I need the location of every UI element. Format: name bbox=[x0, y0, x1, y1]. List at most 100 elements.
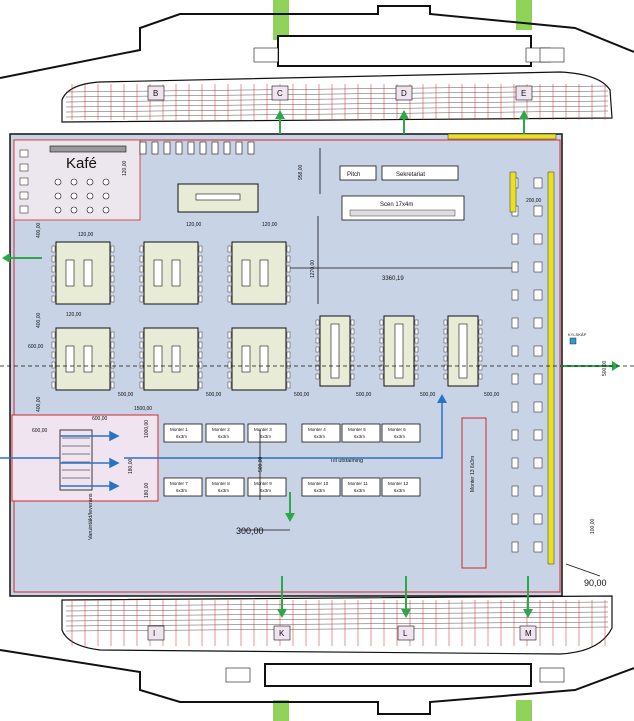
dim-500-mid: 500,00 bbox=[258, 456, 264, 472]
section-bottom-L: L bbox=[397, 625, 415, 641]
green-arrow-down bbox=[285, 492, 295, 522]
dim-600-c: 600,00 bbox=[32, 428, 48, 434]
monter-bottom-name-2: Monter 8 bbox=[212, 481, 230, 486]
yellow-barriers bbox=[447, 133, 557, 565]
restroom-icon-3 bbox=[539, 47, 565, 63]
tall-stand-2 bbox=[379, 315, 419, 387]
cafe-label: Kafé bbox=[66, 155, 97, 172]
blue-arrow-up bbox=[124, 394, 447, 459]
monter-top-size-6: 6x3m bbox=[394, 434, 405, 439]
entrance-vertical-label: Varuintäkt/leverans bbox=[88, 493, 94, 540]
monter-bottom-name-1: Monter 7 bbox=[170, 481, 188, 486]
stand-group-3 bbox=[227, 241, 291, 305]
monter-bottom-1: Monter 7 6x3m bbox=[163, 477, 203, 497]
dim-1500: 1500,00 bbox=[134, 406, 152, 412]
dim-1270: 1270,00 bbox=[310, 260, 316, 278]
sekretariat-label: Sekretariat bbox=[396, 172, 425, 178]
dim-120-c: 120,00 bbox=[78, 232, 94, 238]
table-block-top bbox=[177, 183, 259, 213]
stand-group-1 bbox=[51, 241, 115, 305]
dim-500-5: 500,00 bbox=[484, 392, 500, 398]
monter-top-size-2: 6x3m bbox=[218, 434, 229, 439]
till-utstallning-label: Till utställning bbox=[330, 458, 363, 464]
stand-group-2 bbox=[139, 241, 203, 305]
seating-top bbox=[61, 71, 613, 123]
monter-top-5: Monter 5 6x3m bbox=[341, 423, 381, 443]
pitch-label: Pitch bbox=[347, 172, 360, 178]
section-bottom-label-M: M bbox=[525, 629, 532, 638]
cafe-area: Kafé bbox=[13, 139, 255, 221]
dimension-lines bbox=[0, 148, 634, 577]
green-arrow-down-3 bbox=[523, 576, 533, 618]
section-labels: B C D E I K L M bbox=[147, 47, 565, 683]
monter-top-2: Monter 2 6x3m bbox=[205, 423, 245, 443]
vakt-label: KYLSKÅP bbox=[568, 332, 587, 337]
monter-bottom-name-6: Monter 12 bbox=[388, 481, 409, 486]
dim-500-right: 500,00 bbox=[602, 360, 608, 376]
monter-top-size-5: 6x3m bbox=[354, 434, 365, 439]
monter-13-label: Monter 13 6x3m bbox=[470, 456, 476, 492]
dim-500-4: 500,00 bbox=[420, 392, 436, 398]
section-top-label-C: C bbox=[277, 89, 283, 98]
dim-500-1: 500,00 bbox=[206, 392, 222, 398]
dim-120-d: 120,00 bbox=[66, 312, 82, 318]
section-top-label-B: B bbox=[153, 89, 158, 98]
dim-600-b: 600,00 bbox=[92, 416, 108, 422]
monter-top-size-3: 6x3m bbox=[260, 434, 271, 439]
monter-bottom-size-5: 6x3m bbox=[354, 488, 365, 493]
monter-bottom-2: Monter 8 6x3m bbox=[205, 477, 245, 497]
monter-top-name-6: Monter 6 bbox=[388, 427, 406, 432]
green-arrow-down-2 bbox=[401, 576, 411, 618]
section-top-E: E bbox=[515, 85, 533, 101]
dim-90: 90,00 bbox=[584, 578, 607, 588]
monter-top-6: Monter 6 6x3m bbox=[381, 423, 421, 443]
monter-top-name-2: Monter 2 bbox=[212, 427, 230, 432]
restroom-icon-5 bbox=[539, 667, 565, 683]
stage-label: Scen 17x4m bbox=[380, 202, 413, 208]
dim-300-bottom: 300,00 bbox=[236, 526, 264, 536]
stand-group-6 bbox=[227, 327, 291, 391]
monter-bottom-size-1: 6x3m bbox=[176, 488, 187, 493]
seating-bottom bbox=[61, 595, 613, 655]
dim-200: 200,00 bbox=[526, 198, 542, 204]
dim-958: 958,00 bbox=[298, 164, 304, 180]
monter-bottom-size-2: 6x3m bbox=[218, 488, 229, 493]
stand-group-5 bbox=[139, 327, 203, 391]
tall-stand-3 bbox=[443, 315, 483, 387]
section-bottom-label-I: I bbox=[153, 629, 155, 638]
section-bottom-I: I bbox=[147, 625, 165, 641]
section-top-label-D: D bbox=[401, 89, 407, 98]
dim-3360: 3360,19 bbox=[382, 276, 404, 282]
tall-stands bbox=[315, 315, 483, 387]
stand-group-4 bbox=[51, 327, 115, 391]
dim-400-c: 400,00 bbox=[36, 396, 42, 412]
dim-1000: 1000,00 bbox=[144, 420, 150, 438]
dim-120-b: 120,00 bbox=[262, 222, 278, 228]
section-bottom-K: K bbox=[273, 625, 291, 641]
green-arrow-up-2 bbox=[399, 110, 409, 134]
section-bottom-label-L: L bbox=[403, 629, 408, 638]
dim-600-a: 600,00 bbox=[28, 344, 44, 350]
monter-bottom-name-4: Monter 10 bbox=[308, 481, 329, 486]
monter-top-size-4: 6x3m bbox=[314, 434, 325, 439]
monter-top-name-5: Monter 5 bbox=[348, 427, 366, 432]
restroom-icon-1 bbox=[253, 47, 279, 63]
monter-bottom-size-4: 6x3m bbox=[314, 488, 325, 493]
monter-top-name-1: Monter 1 bbox=[170, 427, 188, 432]
right-tables bbox=[511, 177, 543, 553]
tall-stand-1 bbox=[315, 315, 355, 387]
restroom-icon-4 bbox=[225, 667, 251, 683]
dim-400-b: 400,00 bbox=[36, 312, 42, 328]
dimension-labels: 958,00 1270,00 3360,19 120,00 120,00 120… bbox=[28, 160, 608, 588]
green-arrow-up-1 bbox=[275, 110, 285, 134]
building-outline bbox=[0, 5, 634, 715]
dim-120-side: 120,00 bbox=[122, 160, 128, 176]
green-arrow-left bbox=[2, 253, 42, 263]
monter-top-name-3: Monter 3 bbox=[254, 427, 272, 432]
